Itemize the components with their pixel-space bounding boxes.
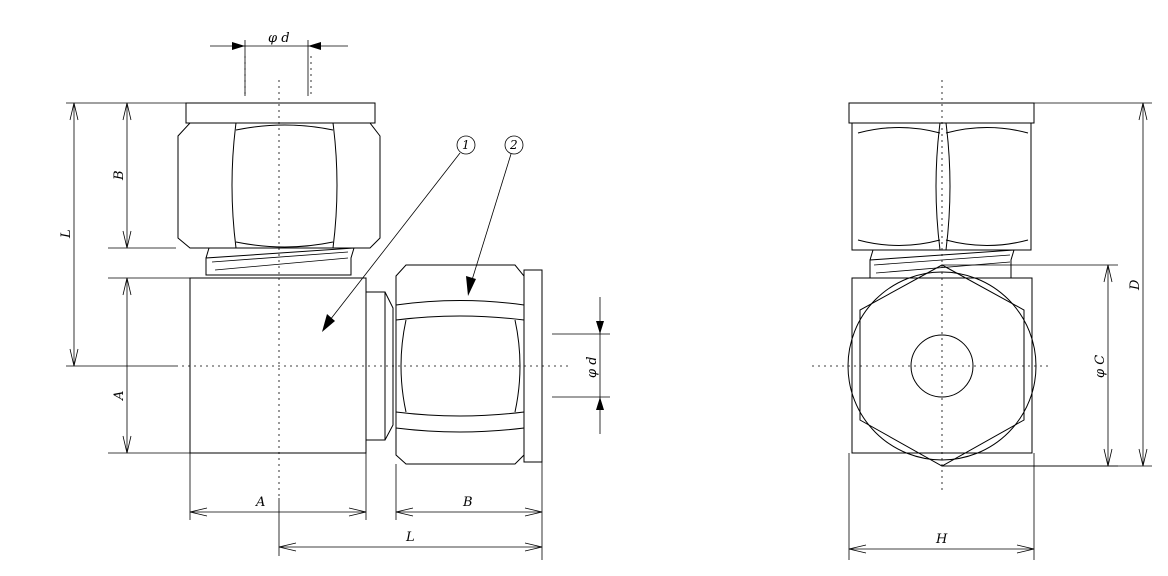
elbow-body (189, 277, 367, 454)
dim-label-phi-d-right: φ d (585, 356, 600, 378)
dim-label-A-bottom: A (255, 495, 265, 510)
side-neck (365, 291, 394, 441)
top-nut (177, 102, 381, 249)
side-view-hex-circle (847, 271, 1037, 461)
balloon-1-label: 1 (462, 138, 470, 152)
dim-A-bottom: A (189, 440, 367, 520)
dim-phi-C: φ C (942, 264, 1118, 467)
front-view: φ d L B A (59, 31, 610, 560)
dim-label-B-left: B (112, 170, 127, 181)
dim-label-B-bottom: B (462, 495, 473, 510)
dim-H: H (848, 453, 1035, 560)
dim-B-bottom: B (395, 462, 543, 560)
dim-phi-d-right: φ d (552, 297, 610, 434)
balloon-1: 1 (322, 135, 476, 332)
side-view-top-nut (848, 102, 1035, 251)
dim-L-left: L (59, 102, 186, 367)
dim-B-left: B (108, 102, 176, 249)
dim-label-L-bottom: L (405, 530, 415, 545)
side-view-bore (910, 334, 974, 398)
dim-label-A-left: A (112, 391, 127, 401)
dim-label-L-left: L (59, 229, 74, 239)
dim-label-H: H (935, 532, 948, 547)
dim-D: D (942, 102, 1152, 467)
side-nut (395, 264, 543, 465)
dim-label-phi-d-top: φ d (268, 31, 290, 46)
dim-phi-d-top: φ d (210, 31, 348, 96)
dim-A-left: A (108, 277, 190, 454)
side-view-body (851, 277, 1033, 454)
balloon-2: 2 (466, 135, 524, 296)
side-view: H φ C D (812, 80, 1152, 560)
dim-label-D: D (1128, 279, 1143, 291)
dim-label-phi-C: φ C (1093, 355, 1108, 378)
balloon-2-label: 2 (509, 138, 518, 152)
dim-L-bottom: L (278, 498, 543, 556)
top-neck (205, 247, 355, 276)
